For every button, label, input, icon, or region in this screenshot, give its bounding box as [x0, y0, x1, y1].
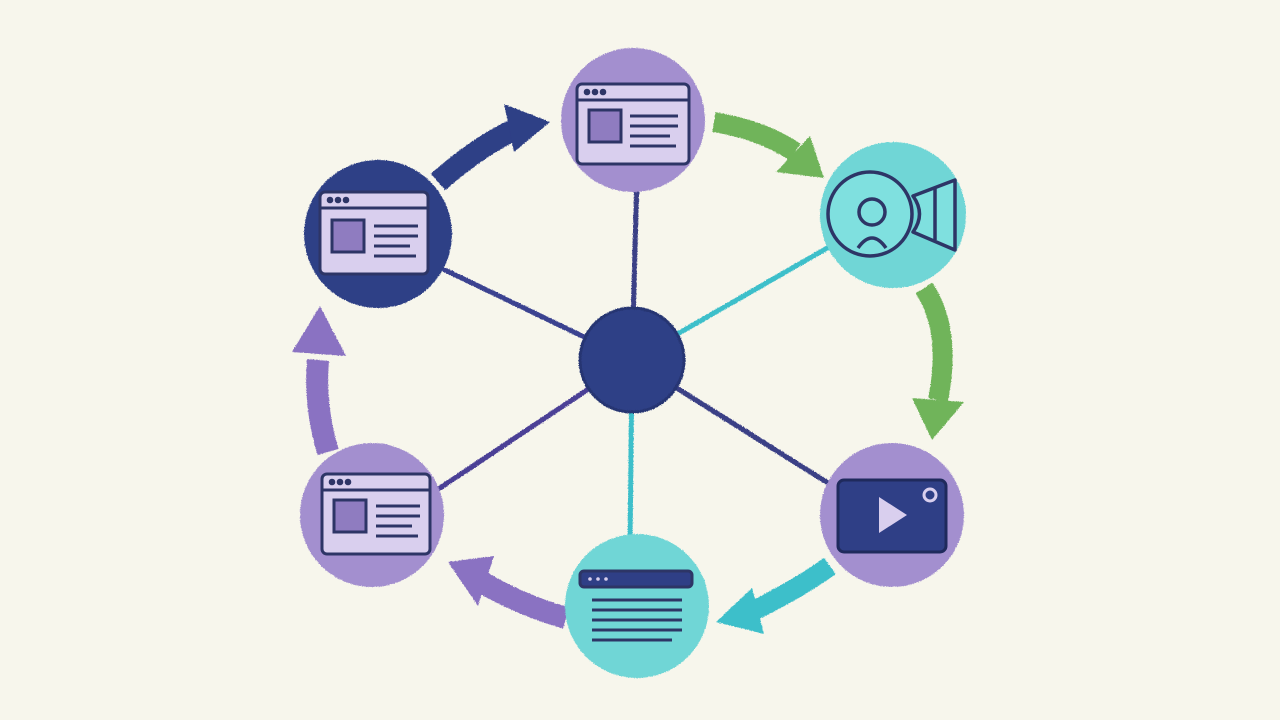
cycle-arrows [292, 104, 964, 634]
central-hub [578, 306, 686, 414]
arrow-top-to-webcam [712, 112, 824, 178]
browser-window-icon [575, 82, 691, 166]
node-web-page-bottom-left [300, 443, 444, 587]
arrow-top-left-to-top [430, 104, 550, 191]
node-web-page-top-left [304, 160, 452, 308]
document-page-icon [578, 569, 694, 642]
webcam-icon [826, 170, 957, 258]
node-document [565, 534, 709, 678]
arrow-document-to-bottom-left [448, 556, 570, 629]
video-player-icon [836, 478, 948, 554]
arrow-video-to-document [716, 557, 836, 634]
node-web-page-top [561, 48, 705, 192]
node-webcam [820, 142, 966, 288]
arrow-bottom-left-to-top-left [292, 306, 346, 456]
node-video [820, 443, 964, 587]
browser-window-icon [318, 190, 430, 276]
arrow-webcam-to-video [912, 282, 964, 440]
browser-window-icon [320, 472, 432, 556]
